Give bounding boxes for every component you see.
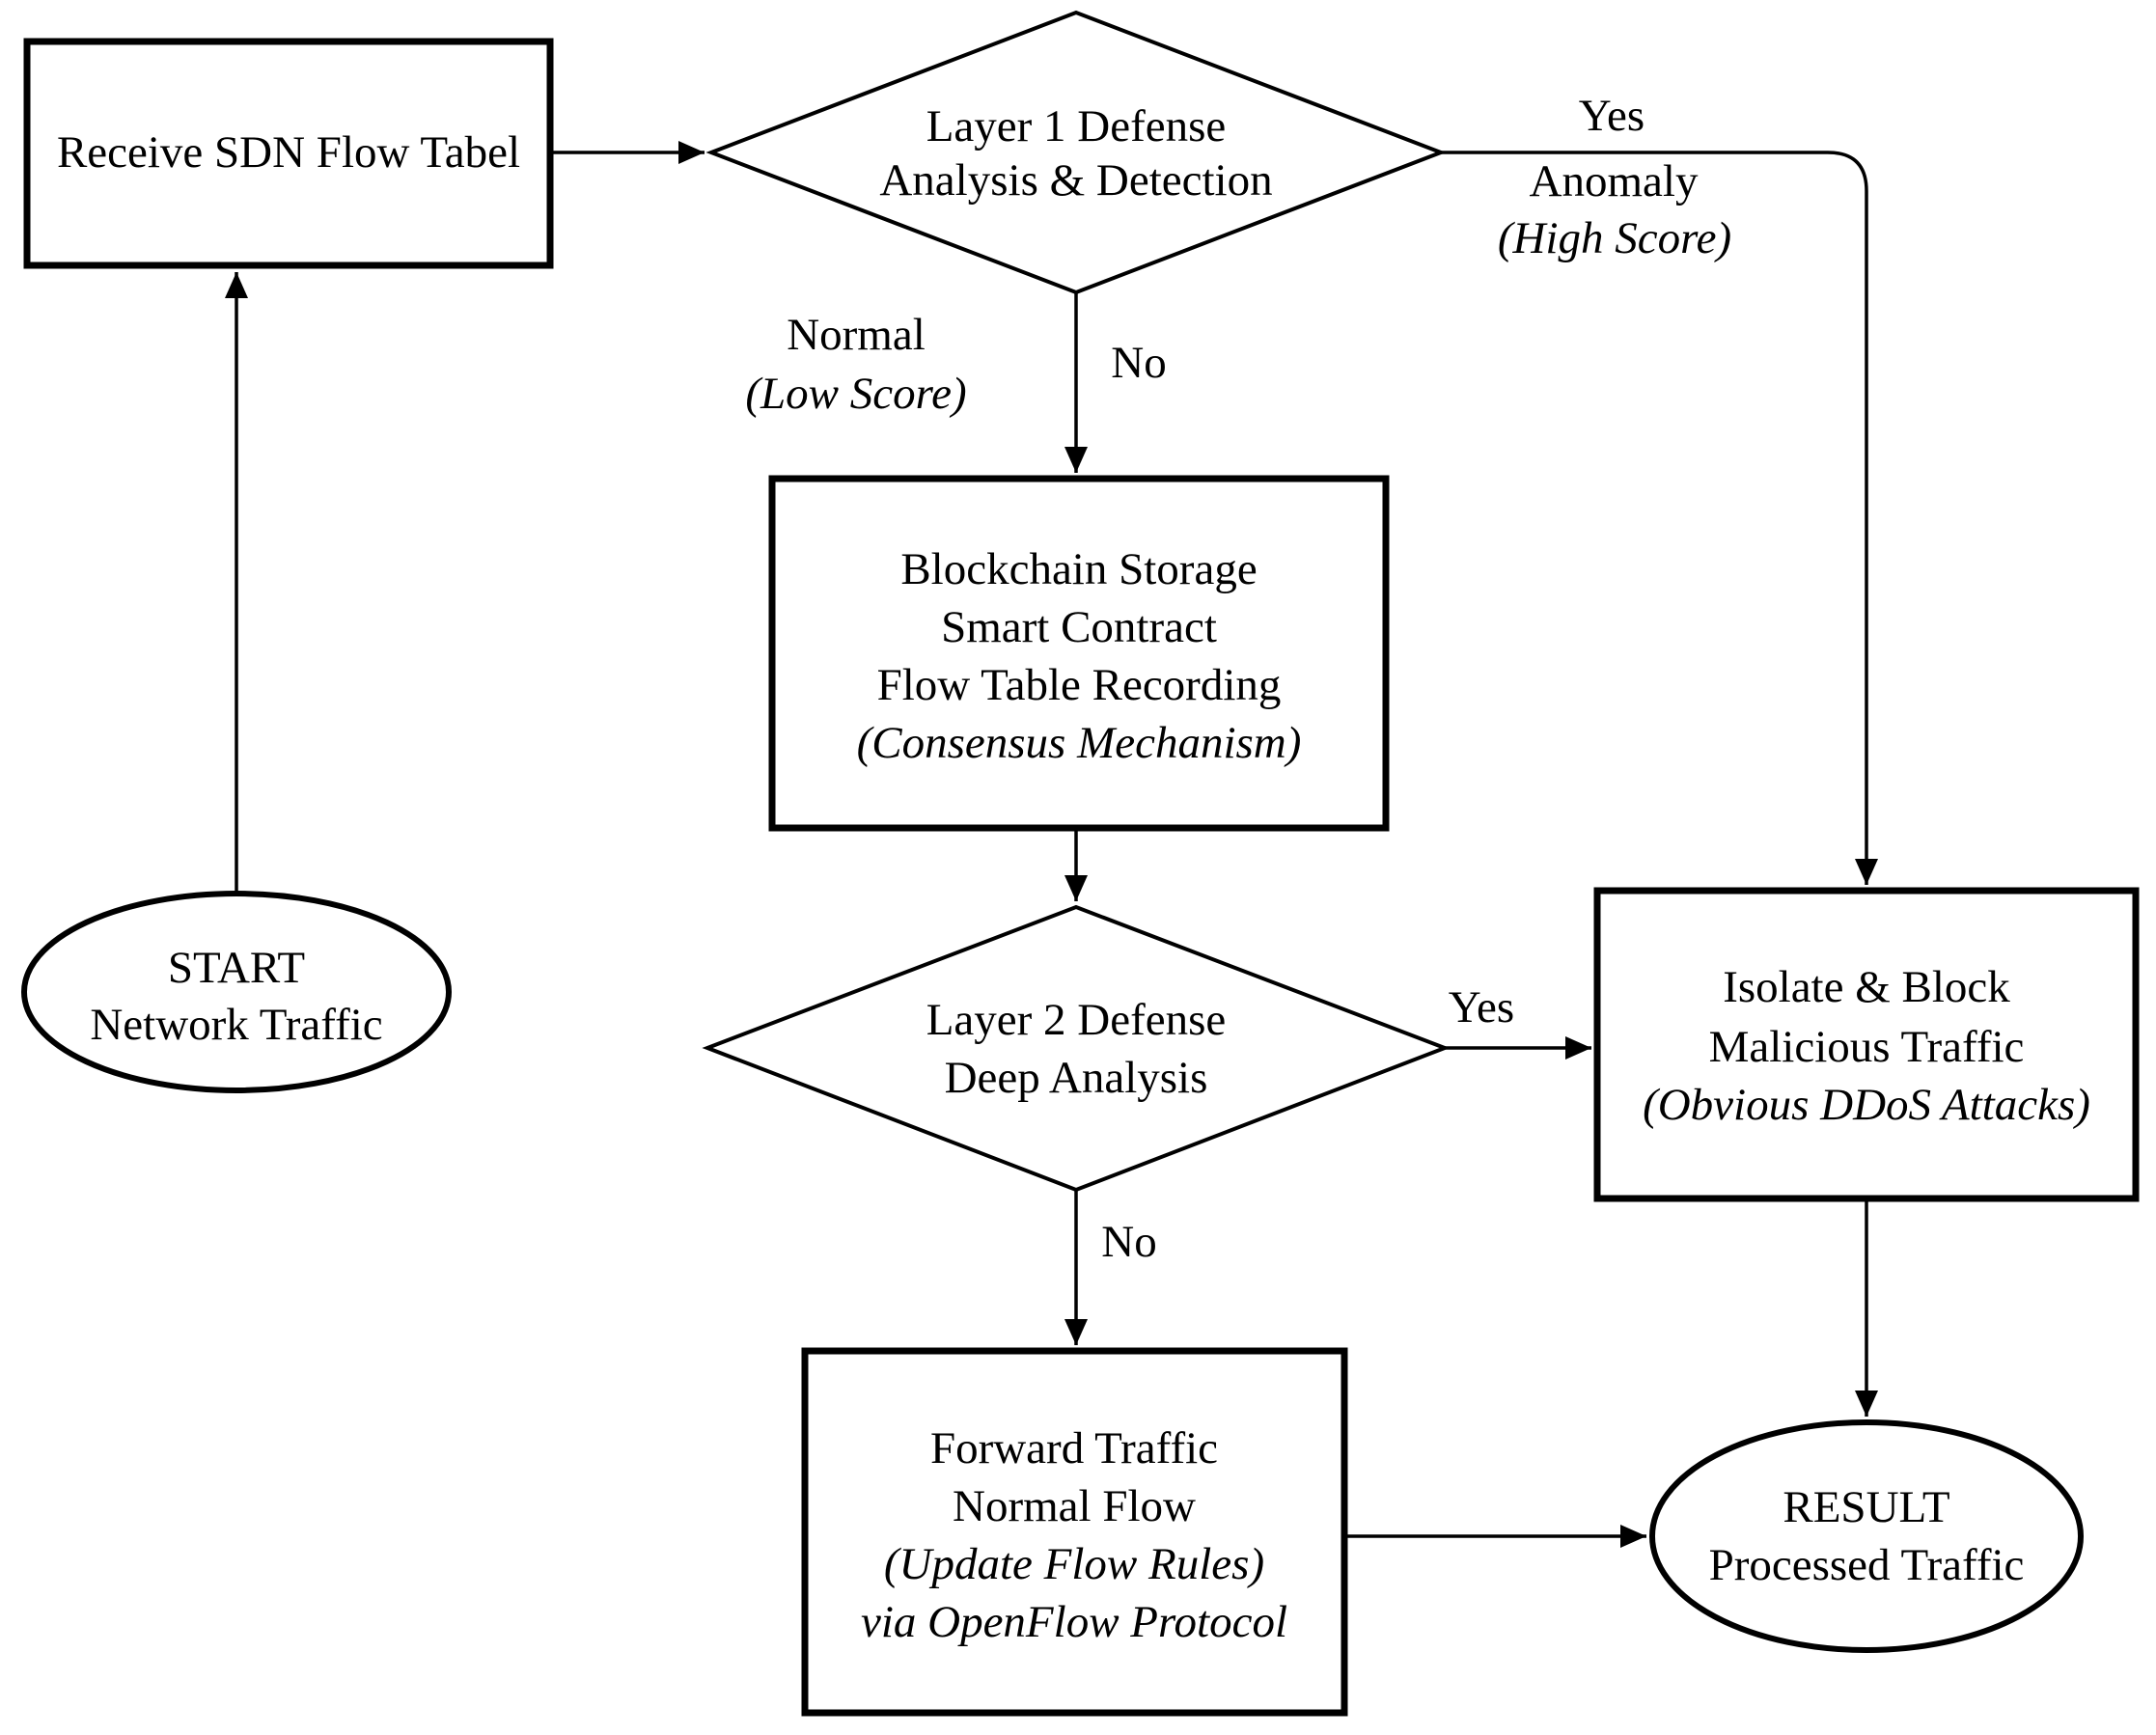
isolate-box-label-line2: Malicious Traffic bbox=[1709, 1022, 2025, 1072]
layer1-decision-diamond bbox=[705, 10, 1447, 295]
isolate-box-label-line3: (Obvious DDoS Attacks) bbox=[1643, 1080, 2090, 1130]
layer1-yes-label: Yes bbox=[1579, 91, 1645, 141]
layer1-normal-label: Normal bbox=[787, 310, 926, 360]
blockchain-box-label-line4: (Consensus Mechanism) bbox=[857, 718, 1302, 768]
blockchain-box-label-line1: Blockchain Storage bbox=[900, 544, 1257, 594]
layer2-yes-label: Yes bbox=[1449, 982, 1514, 1033]
layer1-anomaly-label: Anomaly bbox=[1530, 156, 1699, 207]
layer1-low-score-label: (Low Score) bbox=[745, 369, 966, 419]
layer2-diamond-label-line2: Deep Analysis bbox=[945, 1053, 1208, 1103]
layer2-diamond-label-line1: Layer 2 Defense bbox=[926, 995, 1227, 1045]
forward-box-label-line1: Forward Traffic bbox=[930, 1423, 1218, 1473]
start-ellipse-label-line2: Network Traffic bbox=[90, 1000, 382, 1050]
layer1-diamond-label-line1: Layer 1 Defense bbox=[926, 101, 1227, 151]
layer2-no-label: No bbox=[1101, 1217, 1156, 1267]
forward-box-label-line2: Normal Flow bbox=[953, 1481, 1196, 1531]
layer1-high-score-label: (High Score) bbox=[1498, 213, 1731, 263]
blockchain-storage-box bbox=[768, 475, 1390, 832]
blockchain-box-label-line3: Flow Table Recording bbox=[877, 660, 1282, 710]
forward-box-label-line4: via OpenFlow Protocol bbox=[861, 1597, 1287, 1647]
layer1-no-label: No bbox=[1111, 338, 1166, 388]
result-ellipse-label-line2: Processed Traffic bbox=[1709, 1540, 2025, 1590]
isolate-block-box bbox=[1593, 887, 2140, 1202]
blockchain-box-label-line2: Smart Contract bbox=[941, 602, 1217, 652]
layer2-decision-diamond bbox=[702, 904, 1451, 1193]
receive-flow-table-box bbox=[23, 38, 554, 269]
result-terminator-ellipse bbox=[1649, 1419, 2084, 1653]
isolate-box-label-line1: Isolate & Block bbox=[1723, 962, 2010, 1012]
receive-box-label: Receive SDN Flow Tabel bbox=[57, 127, 520, 178]
start-ellipse-label-line1: START bbox=[168, 943, 305, 993]
result-ellipse-label-line1: RESULT bbox=[1783, 1482, 1949, 1532]
forward-box-label-line3: (Update Flow Rules) bbox=[884, 1539, 1264, 1589]
edge-layer1-yes-to-isolate bbox=[1441, 151, 1878, 885]
start-terminator-ellipse bbox=[21, 891, 452, 1093]
forward-traffic-box bbox=[801, 1347, 1348, 1717]
layer1-diamond-label-line2: Analysis & Detection bbox=[879, 155, 1272, 206]
